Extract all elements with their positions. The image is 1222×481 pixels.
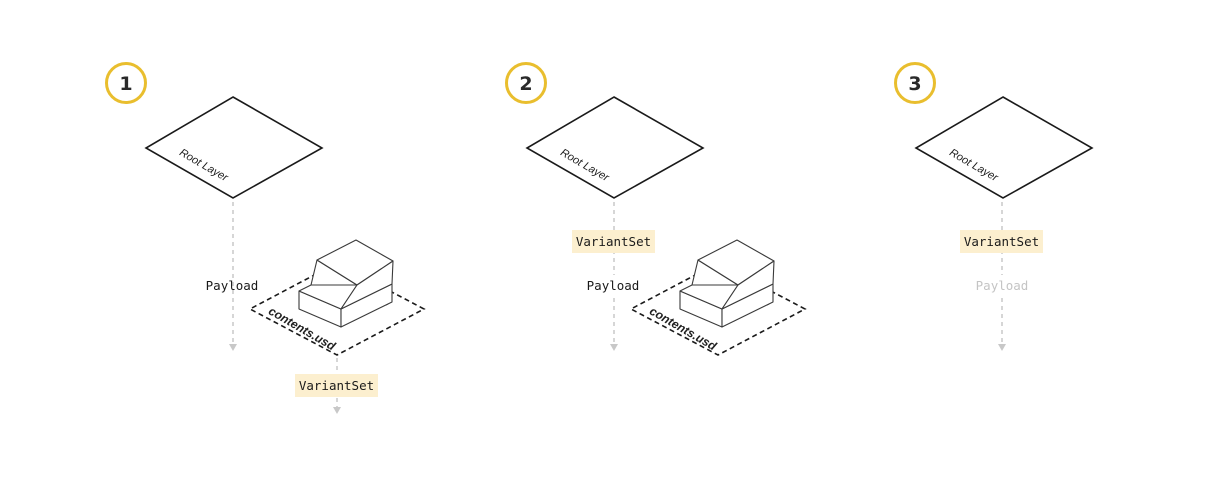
arrow-down-icon xyxy=(229,344,237,351)
step-1: 1 Root Layer Payload contents.usd xyxy=(105,62,426,414)
step-number-badge: 3 xyxy=(894,62,936,104)
arrow-down-icon xyxy=(998,344,1006,351)
badge-ring xyxy=(105,62,147,104)
step-number-badge: 2 xyxy=(505,62,547,104)
variantset-tag: VariantSet xyxy=(572,230,655,253)
payload-tag-bg xyxy=(968,275,1036,295)
step-number: 2 xyxy=(519,73,532,95)
contents-dashed-box xyxy=(629,262,807,356)
variantset-tag: VariantSet xyxy=(960,230,1043,253)
root-layer-diamond xyxy=(525,96,705,199)
root-layer: Root Layer xyxy=(914,96,1094,199)
contents-asset: contents.usd xyxy=(629,239,807,356)
arrow-down-icon xyxy=(333,407,341,414)
root-layer: Root Layer xyxy=(144,96,324,199)
payload-tag-faded: Payload xyxy=(968,275,1036,295)
variantset-tag-bg xyxy=(960,230,1043,253)
payload-label: Payload xyxy=(976,278,1029,293)
payload-connector xyxy=(229,202,237,351)
main-connector xyxy=(998,202,1006,351)
root-layer: Root Layer xyxy=(525,96,705,199)
step-number: 3 xyxy=(908,73,921,95)
contents-dashed-box xyxy=(248,262,426,356)
variantset-label: VariantSet xyxy=(964,234,1039,249)
payload-tag: Payload xyxy=(579,275,647,295)
variantset-tag: VariantSet xyxy=(295,374,378,397)
root-layer-diamond xyxy=(144,96,324,199)
step-number: 1 xyxy=(119,73,132,95)
payload-tag-bg xyxy=(579,275,647,295)
step-3: 3 Root Layer VariantSet Payload xyxy=(894,62,1094,351)
main-connector xyxy=(610,202,618,351)
car-icon xyxy=(679,239,775,328)
variantset-tag-bg xyxy=(572,230,655,253)
payload-label: Payload xyxy=(206,278,259,293)
variantset-label: VariantSet xyxy=(576,234,651,249)
variantset-label: VariantSet xyxy=(299,378,374,393)
variantset-tag-bg xyxy=(295,374,378,397)
badge-ring xyxy=(894,62,936,104)
badge-ring xyxy=(505,62,547,104)
root-layer-diamond xyxy=(914,96,1094,199)
step-2: 2 Root Layer VariantSet Payload contents… xyxy=(505,62,807,356)
car-icon xyxy=(298,239,394,328)
payload-label: Payload xyxy=(587,278,640,293)
arrow-down-icon xyxy=(610,344,618,351)
contents-asset: contents.usd xyxy=(248,239,426,356)
step-number-badge: 1 xyxy=(105,62,147,104)
